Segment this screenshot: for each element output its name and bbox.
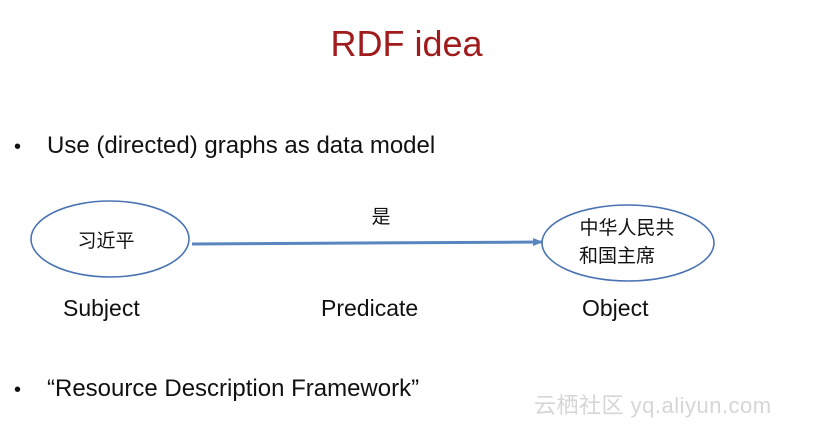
bullet-marker: •	[14, 136, 22, 158]
bullet-text-2: “Resource Description Framework”	[47, 375, 420, 402]
bullet-text-1: Use (directed) graphs as data model	[47, 132, 436, 159]
bullet-item-1: • Use (directed) graphs as data model	[14, 131, 435, 162]
bullet-marker: •	[14, 379, 22, 401]
object-node-label-line-1: 中华人民共	[579, 217, 674, 239]
predicate-edge	[191, 238, 543, 247]
subject-role-label: Subject	[63, 295, 140, 321]
watermark-text: 云栖社区 yq.aliyun.com	[534, 393, 772, 418]
object-node-label-line-2: 和国主席	[579, 245, 655, 267]
object-role-label: Object	[582, 295, 649, 321]
subject-node	[30, 200, 190, 278]
bullet-item-2: • “Resource Description Framework”	[14, 374, 419, 405]
predicate-edge-label: 是	[371, 206, 390, 228]
predicate-role-label: Predicate	[321, 295, 419, 321]
object-node	[541, 204, 715, 282]
slide-title: RDF idea	[330, 23, 483, 64]
subject-node-label: 习近平	[77, 230, 134, 252]
